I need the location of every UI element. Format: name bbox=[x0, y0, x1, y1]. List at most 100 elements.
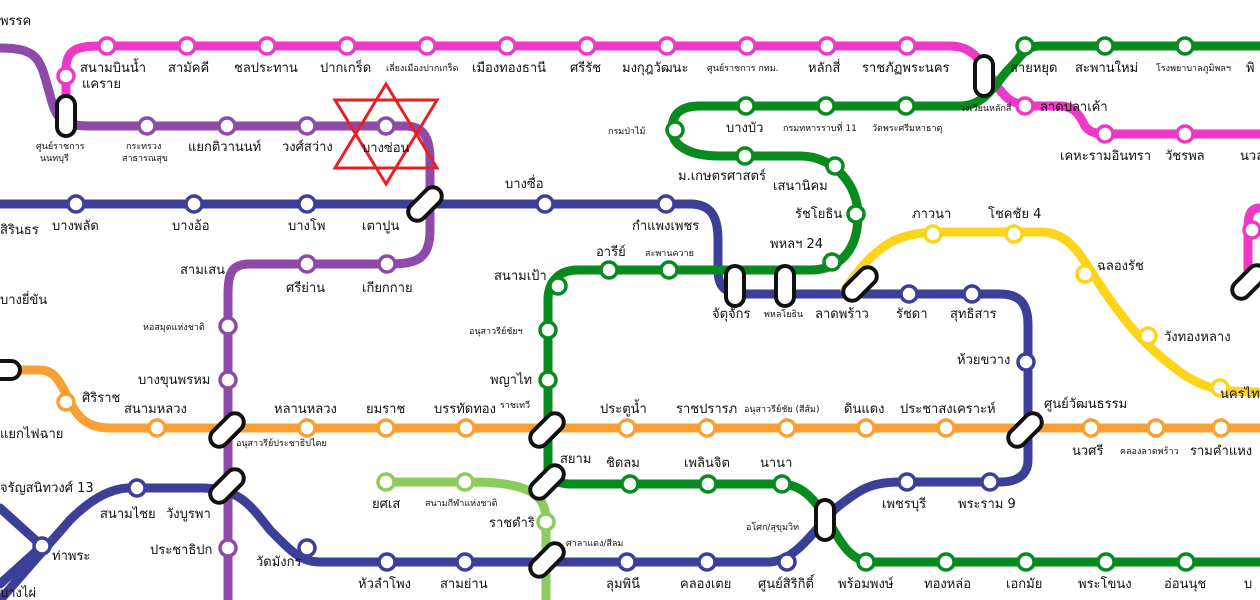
station-dot[interactable] bbox=[297, 116, 317, 136]
label-rama9: พระราม 9 bbox=[958, 497, 1016, 512]
station-dot[interactable] bbox=[376, 116, 396, 136]
station-dot[interactable] bbox=[137, 116, 157, 136]
station-dot[interactable] bbox=[297, 418, 317, 438]
station-dot[interactable] bbox=[1211, 418, 1231, 438]
label-purple-top: พรรค bbox=[0, 14, 31, 29]
station-dot[interactable] bbox=[497, 36, 517, 56]
station-dot[interactable] bbox=[897, 36, 917, 56]
label-cultural: ศูนย์วัฒนธรรม bbox=[1044, 396, 1127, 412]
orange-stations bbox=[56, 392, 1231, 438]
station-dot[interactable] bbox=[980, 472, 1000, 492]
station-dot[interactable] bbox=[1242, 220, 1260, 240]
station-dot[interactable] bbox=[777, 418, 797, 438]
station-dot[interactable] bbox=[816, 96, 836, 116]
station-dot[interactable] bbox=[1138, 326, 1158, 346]
station-dot[interactable] bbox=[1075, 264, 1095, 284]
station-dot[interactable] bbox=[1175, 36, 1195, 56]
station-dot[interactable] bbox=[56, 392, 76, 412]
station-dot[interactable] bbox=[899, 284, 919, 304]
station-dot[interactable] bbox=[297, 254, 317, 274]
station-dot[interactable] bbox=[1146, 418, 1166, 438]
station-dot[interactable] bbox=[1095, 124, 1115, 144]
station-dot[interactable] bbox=[1015, 96, 1035, 116]
station-dot[interactable] bbox=[856, 418, 876, 438]
station-dot[interactable] bbox=[846, 204, 866, 224]
station-dot[interactable] bbox=[657, 36, 677, 56]
station-dot[interactable] bbox=[825, 156, 845, 176]
station-dot[interactable] bbox=[1081, 418, 1101, 438]
station-dot[interactable] bbox=[376, 418, 396, 438]
station-dot[interactable] bbox=[617, 418, 637, 438]
station-dot[interactable] bbox=[772, 474, 792, 494]
station-dot[interactable] bbox=[1210, 378, 1230, 398]
station-dot[interactable] bbox=[936, 552, 956, 572]
station-dot[interactable] bbox=[923, 224, 943, 244]
station-dot[interactable] bbox=[1175, 124, 1195, 144]
station-dot[interactable] bbox=[456, 418, 476, 438]
station-dot[interactable] bbox=[577, 36, 597, 56]
station-dot[interactable] bbox=[777, 552, 797, 572]
station-dot[interactable] bbox=[184, 194, 204, 214]
station-dot[interactable] bbox=[376, 472, 396, 492]
station-dot[interactable] bbox=[177, 36, 197, 56]
station-dot[interactable] bbox=[617, 552, 637, 572]
station-dot[interactable] bbox=[897, 472, 917, 492]
station-dot[interactable] bbox=[217, 116, 237, 136]
station-dot[interactable] bbox=[698, 474, 718, 494]
label-krasuang1: กระทรวง bbox=[126, 142, 161, 152]
station-dot[interactable] bbox=[536, 512, 556, 532]
station-dot[interactable] bbox=[620, 474, 640, 494]
station-dot[interactable] bbox=[147, 418, 167, 438]
station-dot[interactable] bbox=[127, 478, 147, 498]
station-dot[interactable] bbox=[659, 260, 679, 280]
station-dot[interactable] bbox=[257, 36, 277, 56]
station-dot[interactable] bbox=[297, 538, 317, 558]
station-dot[interactable] bbox=[1016, 352, 1036, 372]
station-dot[interactable] bbox=[56, 66, 76, 86]
station-dot[interactable] bbox=[417, 36, 437, 56]
label-siam: สยาม bbox=[560, 452, 591, 467]
station-dot[interactable] bbox=[736, 96, 756, 116]
station-dot[interactable] bbox=[32, 536, 52, 556]
station-dot[interactable] bbox=[962, 284, 982, 304]
station-dot[interactable] bbox=[1096, 552, 1116, 572]
station-dot[interactable] bbox=[538, 320, 558, 340]
station-dot[interactable] bbox=[936, 418, 956, 438]
station-dot[interactable] bbox=[97, 36, 117, 56]
station-dot[interactable] bbox=[599, 260, 619, 280]
station-dot[interactable] bbox=[548, 276, 568, 296]
station-dot[interactable] bbox=[218, 538, 238, 558]
station-dot[interactable] bbox=[535, 194, 555, 214]
station-dot[interactable] bbox=[737, 36, 757, 56]
station-dot[interactable] bbox=[735, 146, 755, 166]
station-dot[interactable] bbox=[822, 252, 842, 272]
station-dot[interactable] bbox=[856, 552, 876, 572]
station-dot[interactable] bbox=[697, 418, 717, 438]
station-dot[interactable] bbox=[218, 316, 238, 336]
station-dot[interactable] bbox=[377, 552, 397, 572]
lightgreen-stations bbox=[376, 472, 556, 532]
station-dot[interactable] bbox=[1004, 224, 1024, 244]
label-khaeharam: เคหะรามอินทรา bbox=[1060, 149, 1151, 164]
station-dot[interactable] bbox=[1176, 552, 1196, 572]
station-dot[interactable] bbox=[1015, 36, 1035, 56]
station-dot[interactable] bbox=[538, 370, 558, 390]
station-dot[interactable] bbox=[297, 194, 317, 214]
label-sirikit: ศูนย์สิริกิติ์ bbox=[758, 574, 816, 592]
station-dot[interactable] bbox=[218, 370, 238, 390]
label-bangkhunphrom: บางขุนพรหม bbox=[138, 373, 210, 388]
station-dot[interactable] bbox=[66, 194, 86, 214]
label-lumphini: ลุมพินี bbox=[606, 576, 640, 592]
station-dot[interactable] bbox=[455, 552, 475, 572]
station-dot[interactable] bbox=[817, 36, 837, 56]
station-dot[interactable] bbox=[337, 36, 357, 56]
station-dot[interactable] bbox=[1095, 36, 1115, 56]
station-dot[interactable] bbox=[377, 254, 397, 274]
station-dot[interactable] bbox=[697, 552, 717, 572]
station-dot[interactable] bbox=[665, 120, 685, 140]
station-dot[interactable] bbox=[455, 472, 475, 492]
station-dot[interactable] bbox=[1016, 552, 1036, 572]
station-dot[interactable] bbox=[896, 96, 916, 116]
yellow-line bbox=[840, 227, 1260, 397]
station-dot[interactable] bbox=[656, 194, 676, 214]
